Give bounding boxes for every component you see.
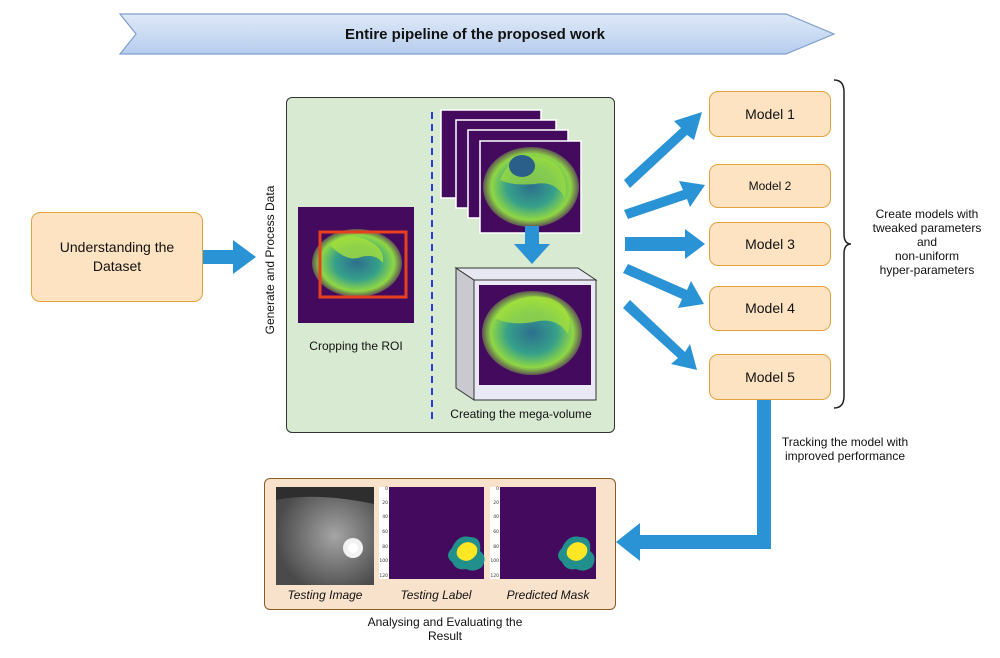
model-5-label: Model 5	[745, 368, 795, 385]
models-note-line: and	[916, 235, 938, 249]
testing-label-caption: Testing Label	[400, 588, 472, 602]
arrow-down-to-volume	[514, 226, 550, 264]
tick-label: 100	[379, 558, 388, 564]
testing-label-image	[379, 487, 485, 579]
tick-label: 20	[382, 500, 388, 506]
model-1-label: Model 1	[745, 105, 795, 122]
tick-label: 0	[496, 486, 499, 492]
models-note-line: tweaked parameters	[872, 221, 982, 235]
mega-caption: Creating the mega-volume	[450, 407, 592, 421]
tick-label: 100	[490, 558, 499, 564]
tick-label: 120	[490, 573, 499, 579]
arrow-dataset-to-panel	[203, 240, 256, 274]
model-4-label: Model 4	[745, 300, 795, 316]
model-2-box: Model 2	[709, 164, 831, 208]
model-1-box: Model 1	[709, 91, 831, 137]
tick-label: 20	[493, 500, 499, 506]
tick-label: 0	[385, 486, 388, 492]
model-4-box: Model 4	[709, 286, 831, 331]
tick-label: 120	[379, 573, 388, 579]
dataset-label: Understanding the Dataset	[59, 239, 175, 274]
stacked-slices	[440, 109, 582, 234]
predicted-mask-caption: Predicted Mask	[506, 588, 590, 602]
model-5-box: Model 5	[709, 354, 831, 400]
banner-arrow	[118, 13, 836, 55]
banner-title: Entire pipeline of the proposed work	[344, 25, 606, 43]
models-brace	[833, 79, 852, 409]
tracking-note-line: Tracking the model with	[781, 435, 909, 449]
models-note: Create models with tweaked parameters an…	[852, 207, 1000, 277]
tick-label: 60	[493, 529, 499, 535]
tick-label: 40	[493, 514, 499, 520]
tick-label: 40	[382, 514, 388, 520]
model-2-label: Model 2	[748, 178, 792, 193]
tick-label: 80	[493, 544, 499, 550]
crop-caption: Cropping the ROI	[309, 339, 403, 353]
dataset-box: Understanding the Dataset	[31, 212, 203, 302]
arrow-model5-to-results	[616, 400, 771, 561]
results-caption-line: Result	[427, 629, 462, 643]
model-3-box: Model 3	[709, 222, 831, 266]
arrows-to-models	[623, 112, 705, 370]
predicted-mask-image	[490, 487, 596, 579]
models-note-line: Create models with	[875, 207, 979, 221]
testing-image	[276, 487, 374, 585]
tracking-note: Tracking the model with improved perform…	[770, 435, 920, 463]
tick-label: 60	[382, 529, 388, 535]
crop-roi-image	[298, 207, 414, 323]
models-note-line: hyper-parameters	[879, 263, 975, 277]
tracking-note-line: improved performance	[784, 449, 906, 463]
mega-volume-cube	[454, 267, 598, 401]
results-caption: Analysing and Evaluating the Result	[340, 615, 550, 643]
tick-label: 80	[382, 544, 388, 550]
models-note-line: non-uniform	[894, 249, 960, 263]
testing-image-caption: Testing Image	[287, 588, 363, 602]
model-3-label: Model 3	[745, 235, 795, 252]
results-caption-line: Analysing and Evaluating the	[367, 615, 523, 629]
